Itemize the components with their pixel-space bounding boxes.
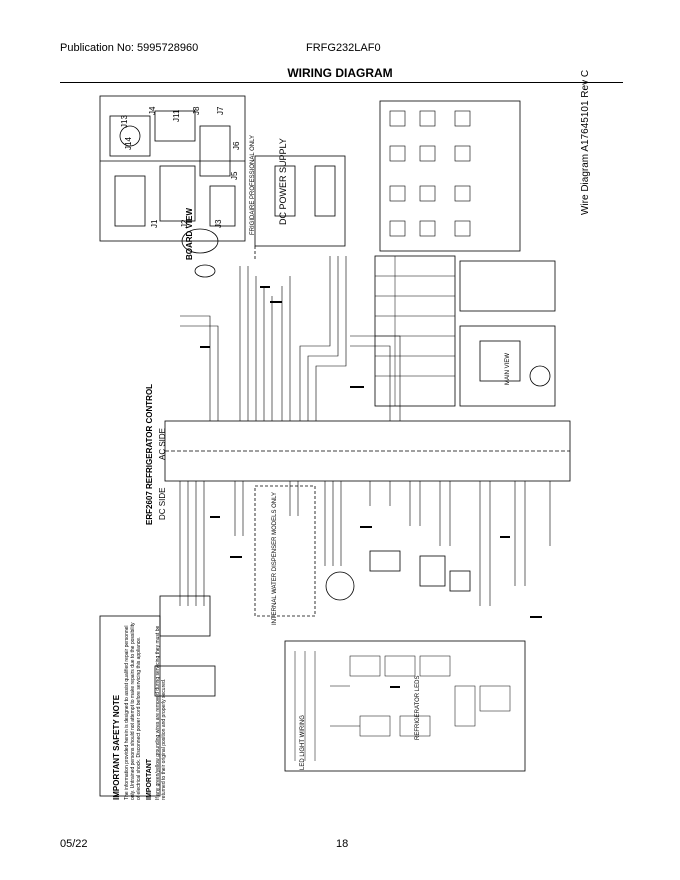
dc-power-supply — [254, 155, 346, 247]
footer-date: 05/22 — [60, 838, 88, 850]
connector-legend — [379, 100, 521, 252]
board-view-label: BOARD VIEW — [185, 208, 194, 260]
connector-j4: J4 — [148, 106, 157, 115]
safety-note-frame — [99, 615, 161, 797]
water-dispenser-label: INTERNAL WATER DISPENSER MODELS ONLY — [272, 491, 278, 625]
important-title: IMPORTANT — [146, 758, 153, 800]
dc-side-label: DC SIDE — [158, 487, 167, 520]
dc-power-supply-label: DC POWER SUPPLY — [278, 138, 288, 225]
frigidaire-only-label: FRIGIDAIRE PROFESSIONAL ONLY — [250, 134, 256, 235]
publication-number: Publication No: 5995728960 — [60, 42, 199, 54]
connector-j3: J3 — [214, 219, 223, 228]
safety-note-text: The information provided herein is desig… — [124, 622, 142, 800]
ac-side-label: AC SIDE — [158, 427, 167, 460]
view-box-1 — [459, 260, 556, 312]
explanation-table — [374, 255, 456, 407]
connector-j14: J14 — [124, 137, 133, 150]
led-wiring-box — [284, 640, 526, 772]
wiring-diagram — [99, 95, 571, 797]
header-rule — [60, 82, 623, 83]
compressor — [325, 571, 355, 601]
refrigerator-leds-label: REFRIGERATOR LEDS — [415, 675, 421, 740]
page-title: WIRING DIAGRAM — [287, 66, 393, 80]
main-view-label: MAIN VIEW — [505, 352, 511, 385]
connector-j5: J5 — [230, 171, 239, 180]
board-relay — [119, 125, 141, 147]
led-light-wiring-label: LED LIGHT WIRING — [300, 715, 306, 770]
important-text: If any green/yellow grounding wires are … — [155, 625, 167, 800]
connector-j7: J7 — [216, 106, 225, 115]
connector-j11: J11 — [172, 109, 181, 122]
control-board-label: ERF2607 REFRIGERATOR CONTROL — [145, 383, 154, 525]
safety-note-title: IMPORTANT SAFETY NOTE — [112, 694, 121, 800]
connector-j1: J1 — [150, 219, 159, 228]
water-dispenser-box — [254, 485, 316, 617]
connector-j8: J8 — [192, 106, 201, 115]
wire-diagram-reference: Wire Diagram A17645101 Rev C — [580, 69, 591, 215]
view-box-2 — [459, 325, 556, 407]
connector-j13: J13 — [120, 115, 129, 128]
connector-j2: J2 — [180, 219, 189, 228]
page-number: 18 — [336, 838, 349, 850]
model-number: FRFG232LAF0 — [306, 42, 381, 54]
board-outline — [99, 95, 246, 242]
connector-j6: J6 — [232, 141, 241, 150]
